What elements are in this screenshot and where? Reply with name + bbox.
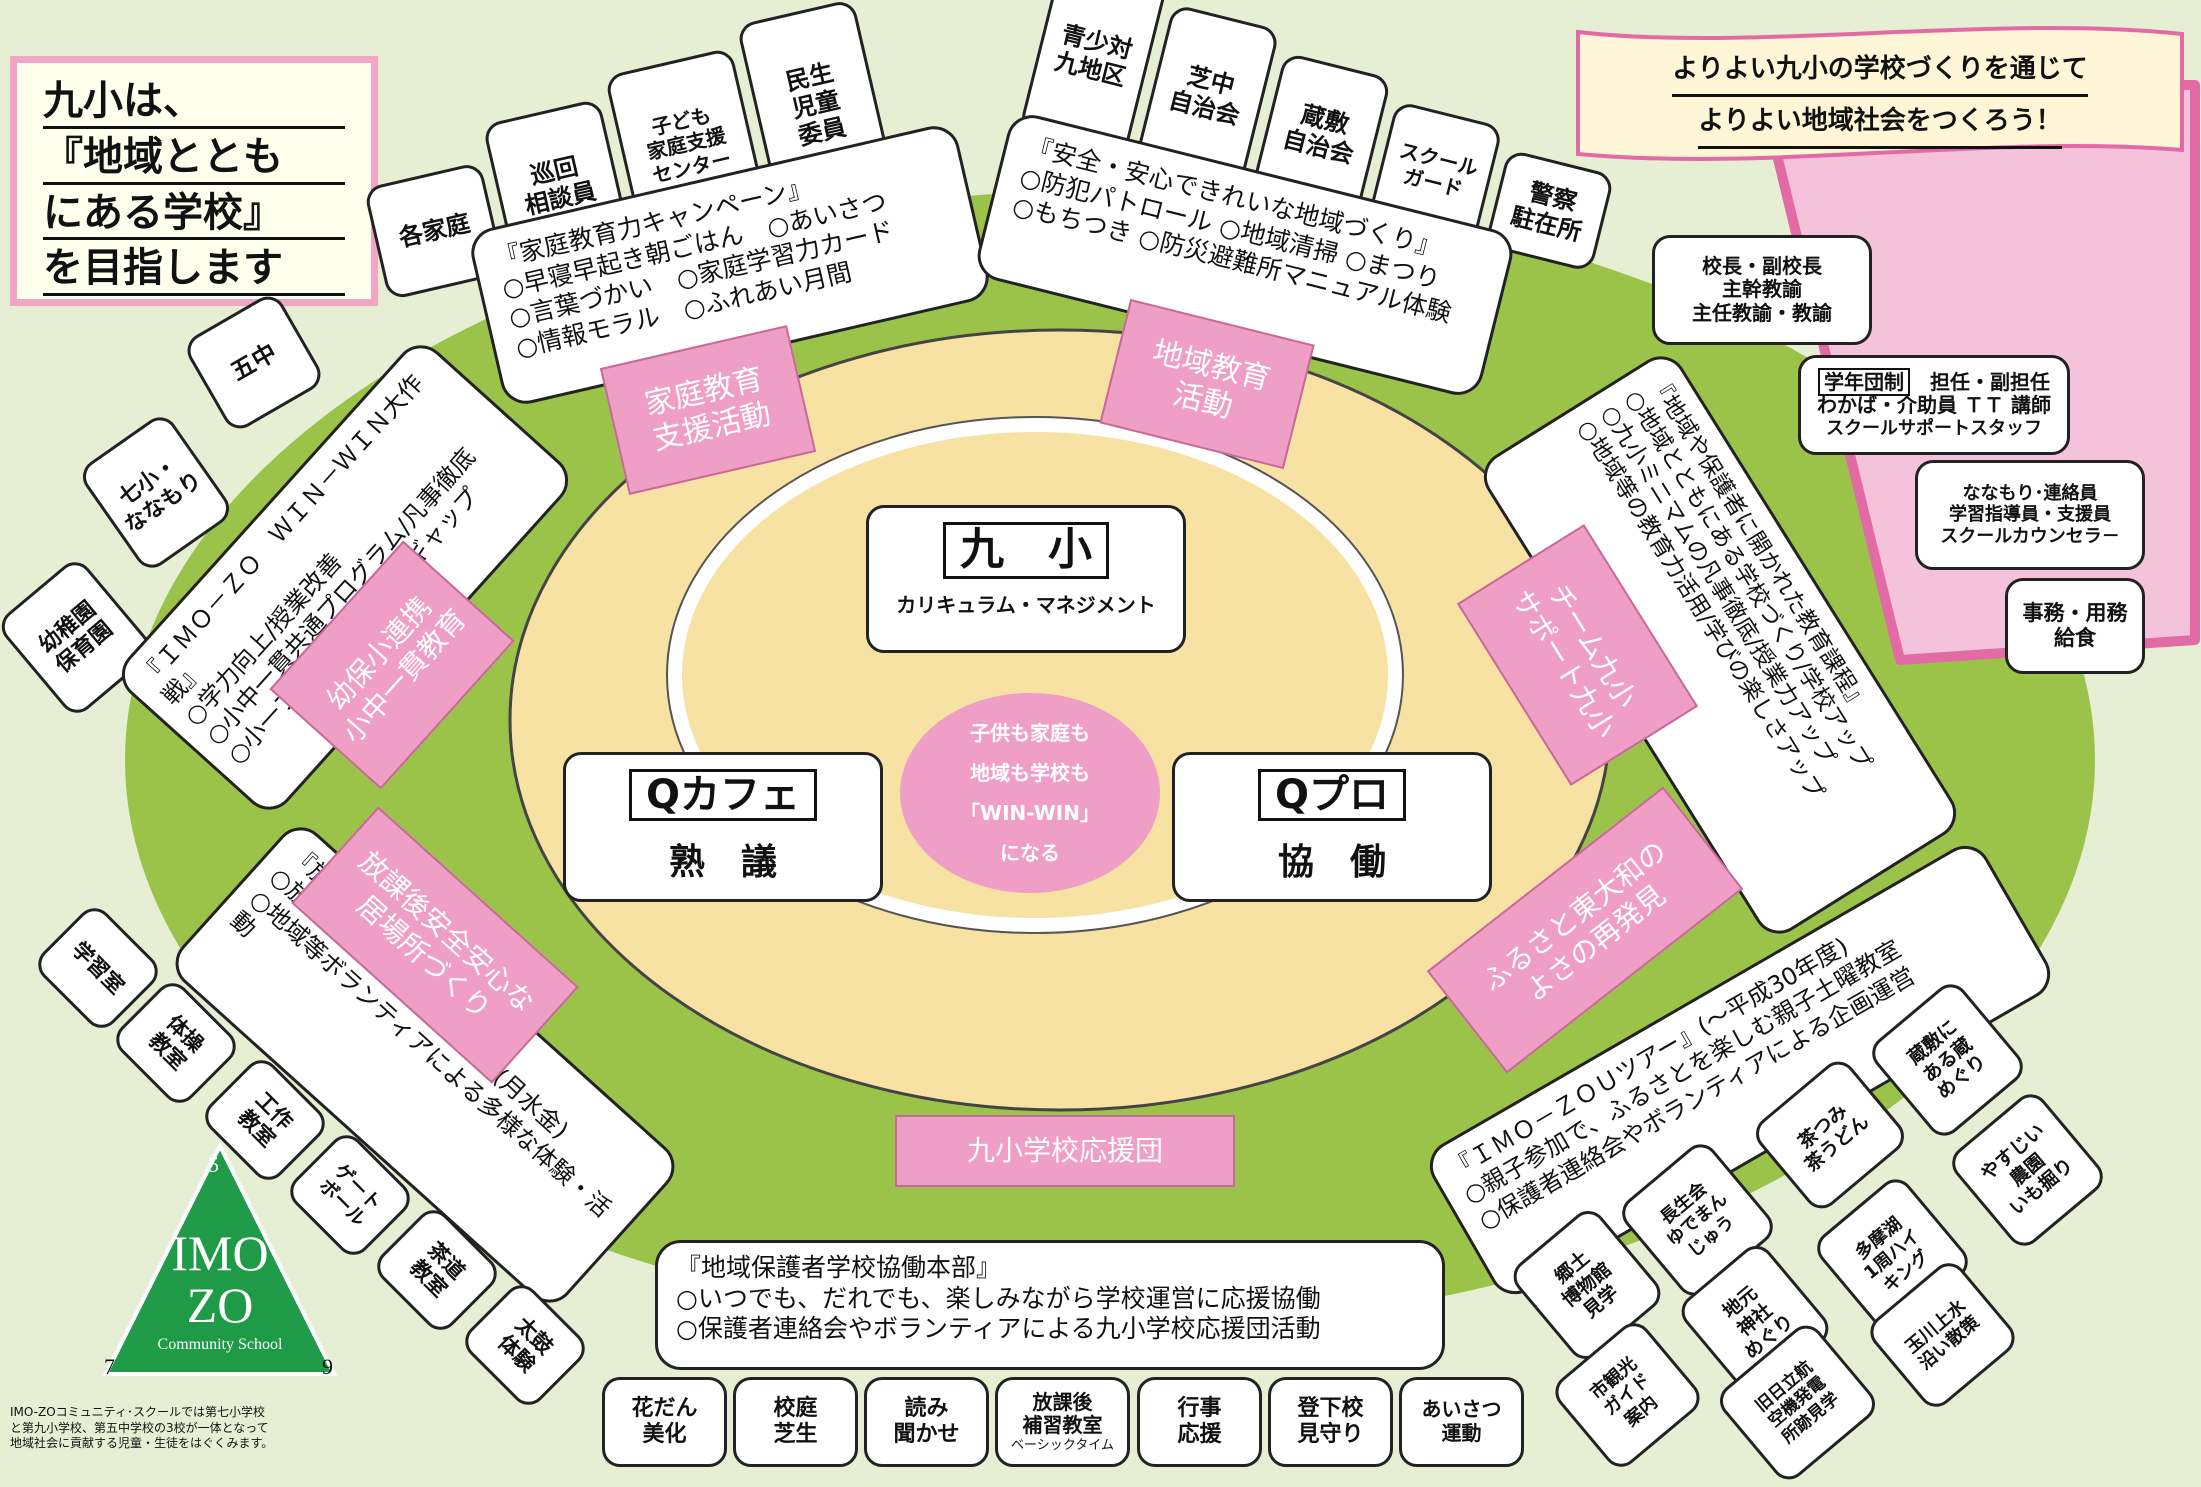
gakunen-line-1: 担任・副担任 — [1930, 369, 2050, 394]
banner-line-2: よりよい地域社会をつくろう！ — [1698, 97, 2062, 150]
staff-jimu: 事務・用務 給食 — [2005, 578, 2145, 674]
footer-note: IMO-ZOコミュニティ･スクールでは第七小学校 と第九小学校、第五中学校の3校… — [10, 1405, 274, 1451]
staff-principal: 校長・副校長 主幹教諭 主任教諭・教諭 — [1652, 235, 1872, 345]
circle-line-4: になる — [1000, 841, 1060, 865]
slogan-banner: よりよい九小の学校づくりを通じて よりよい地域社会をつくろう！ — [1572, 22, 2188, 172]
kyusho-subtitle: カリキュラム・マネジメント — [896, 592, 1156, 617]
inner-white-ring — [668, 418, 1402, 932]
category-ouendan: 九小学校応援団 — [895, 1115, 1235, 1187]
logo-num-right: 9 — [322, 1354, 333, 1379]
gakunen-line-2: わかば・介助員 ＴＴ 講師 — [1817, 393, 2051, 418]
logo-line-1: IMO — [171, 1225, 269, 1281]
activity-ouendan-5: 行事 応援 — [1137, 1377, 1262, 1467]
activity-ouendan-1: 花だん 美化 — [602, 1377, 727, 1467]
circle-line-3: 「WIN-WIN」 — [960, 801, 1100, 825]
activity-ouendan-2: 校庭 芝生 — [733, 1377, 858, 1467]
activity-ouendan-4-label: 放課後 補習教室 — [1022, 1389, 1103, 1438]
motto-line-3: にある学校』 — [43, 189, 345, 241]
banner-line-1: よりよい九小の学校づくりを通じて — [1672, 45, 2088, 97]
qpro-title: Qプロ — [1257, 769, 1406, 821]
imo-zo-logo: 5 IMO ZO Community School 7 9 — [100, 1140, 340, 1380]
logo-num-top: 5 — [208, 1152, 219, 1177]
logo-triangle — [102, 1141, 338, 1376]
activity-ouendan-6: 登下校 見守り — [1268, 1377, 1393, 1467]
motto-line-2: 『地域ととも — [43, 133, 345, 185]
qpro-box: Qプロ 協 働 — [1172, 752, 1492, 902]
qcafe-box: Qカフェ 熟 議 — [563, 752, 883, 902]
kyusho-title: 九 小 — [943, 522, 1109, 579]
logo-sub: Community School — [157, 1336, 283, 1353]
circle-line-2: 地域も学校も — [970, 761, 1090, 785]
motto-line-4: を目指します — [43, 244, 345, 297]
activity-ouendan-4: 放課後 補習教室 ベーシックタイム — [995, 1377, 1130, 1467]
qpro-subtitle: 協 働 — [1277, 842, 1386, 883]
staff-gakunen: 学年団制 担任・副担任 わかば・介助員 ＴＴ 講師 スクールサポートスタッフ — [1798, 355, 2070, 455]
inner-ring-outline — [666, 416, 1404, 934]
motto-line-1: 九小は、 — [43, 77, 345, 129]
staff-nanamori: ななもり･連絡員 学習指導員・支援員 スクールカウンセラ－ — [1915, 460, 2145, 570]
circle-line-1: 子供も家庭も — [970, 721, 1090, 745]
activity-ouendan-3: 読み 聞かせ — [864, 1377, 989, 1467]
banner-shape — [1576, 26, 2184, 161]
winwin-circle: 子供も家庭も 地域も学校も 「WIN-WIN」 になる — [900, 693, 1160, 893]
panel-ouendan: 『地域保護者学校協働本部』 ○いつでも、だれでも、楽しみながら学校運営に応援協働… — [655, 1240, 1445, 1370]
logo-num-left: 7 — [104, 1354, 115, 1379]
qcafe-title: Qカフェ — [628, 769, 817, 821]
gakunen-label: 学年団制 — [1818, 367, 1910, 396]
activity-ouendan-4-sub: ベーシックタイム — [1011, 1437, 1114, 1453]
logo-line-2: ZO — [186, 1277, 254, 1333]
motto-box: 九小は、 『地域ととも にある学校』 を目指します — [10, 56, 378, 306]
qcafe-subtitle: 熟 議 — [668, 842, 777, 883]
gakunen-line-3: スクールサポートスタッフ — [1826, 417, 2042, 439]
activity-ouendan-7: あいさつ 運動 — [1399, 1377, 1524, 1467]
kyusho-box: 九 小 カリキュラム・マネジメント — [866, 505, 1186, 653]
